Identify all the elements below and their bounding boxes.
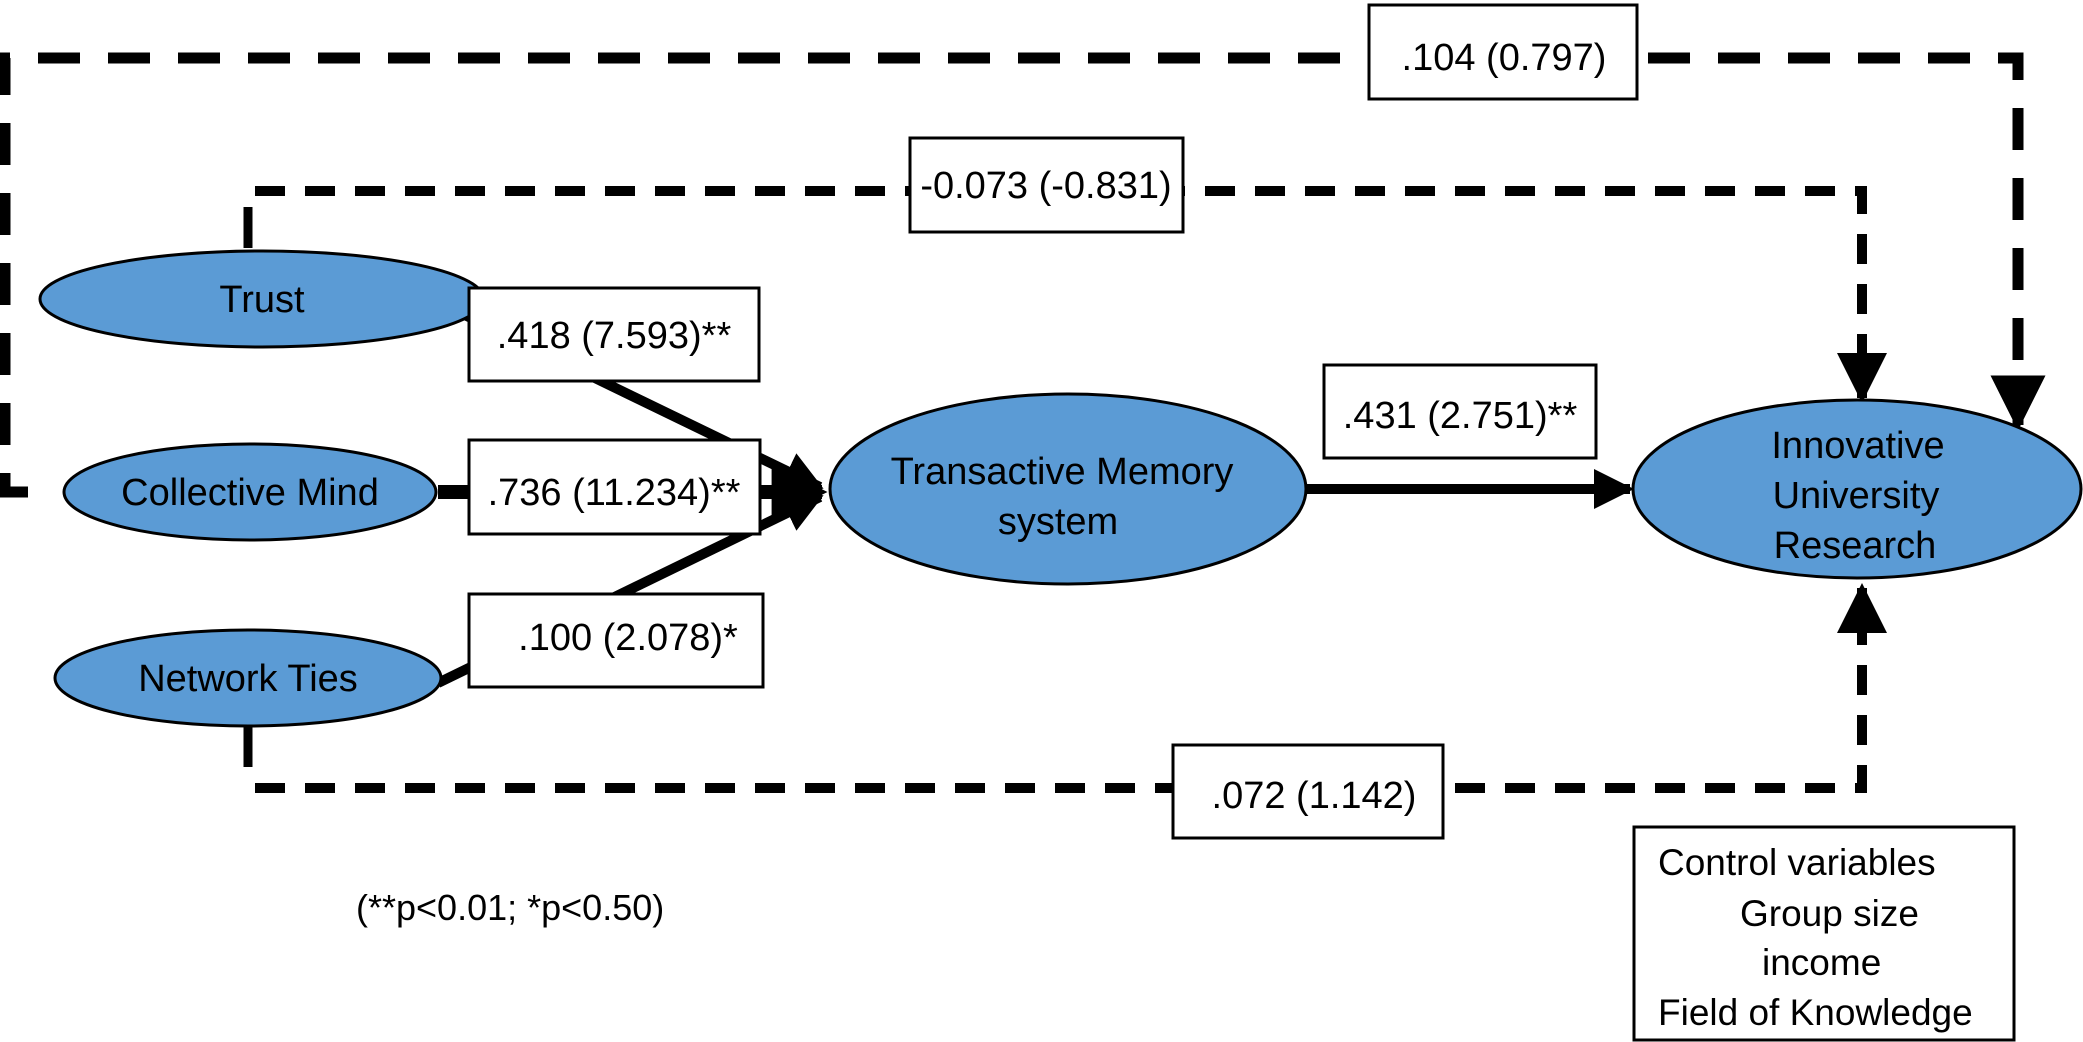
node-iur-label-line2: University	[1773, 475, 1940, 517]
node-collective-mind-label: Collective Mind	[121, 472, 379, 514]
control-variable-item: Group size	[1740, 893, 1919, 934]
significance-note: (**p<0.01; *p<0.50)	[356, 887, 664, 928]
path-network-iur	[243, 583, 1887, 793]
coef-box-trust-tms: .418 (7.593)**	[467, 286, 761, 383]
coef-label-trust-iur: -0.073 (-0.831)	[920, 165, 1171, 207]
coef-box-collective-tms: .736 (11.234)**	[467, 438, 762, 536]
node-innovative-university-research: Innovative University Research	[1631, 398, 2083, 580]
node-network-ties: Network Ties	[53, 628, 443, 728]
node-iur-label-line3: Research	[1774, 525, 1937, 567]
coef-box-network-tms: .100 (2.078)*	[467, 592, 765, 689]
path-collective-iur	[0, 52, 2046, 498]
control-variables-title: Control variables	[1658, 842, 1936, 883]
coef-label-collective-tms: .736 (11.234)**	[488, 472, 741, 514]
coef-label-tms-iur: .431 (2.751)**	[1343, 395, 1578, 437]
node-tms-label-line2: system	[998, 501, 1118, 543]
node-trust-label: Trust	[219, 279, 305, 321]
coef-box-network-iur: .072 (1.142)	[1171, 743, 1445, 840]
coef-label-network-tms: .100 (2.078)*	[518, 617, 738, 659]
path-trust-iur	[243, 186, 1887, 403]
node-transactive-memory-system: Transactive Memory system	[828, 392, 1308, 586]
coef-label-network-iur: .072 (1.142)	[1212, 775, 1417, 817]
control-variable-item: Field of Knowledge	[1658, 992, 1973, 1033]
node-collective-mind: Collective Mind	[62, 442, 438, 542]
coef-box-tms-iur: .431 (2.751)**	[1322, 363, 1598, 460]
coef-box-collective-iur: .104 (0.797)	[1367, 3, 1639, 101]
coef-box-trust-iur: -0.073 (-0.831)	[908, 136, 1185, 234]
node-iur-label-line1: Innovative	[1771, 425, 1944, 467]
control-variables-box: Control variables Group size income Fiel…	[1632, 825, 2016, 1042]
node-network-ties-label: Network Ties	[138, 658, 358, 700]
coef-label-collective-iur: .104 (0.797)	[1402, 37, 1607, 79]
node-tms-label-line1: Transactive Memory	[891, 451, 1234, 493]
control-variable-item: income	[1762, 942, 1881, 983]
node-trust: Trust	[38, 249, 486, 349]
coef-label-trust-tms: .418 (7.593)**	[497, 315, 732, 357]
